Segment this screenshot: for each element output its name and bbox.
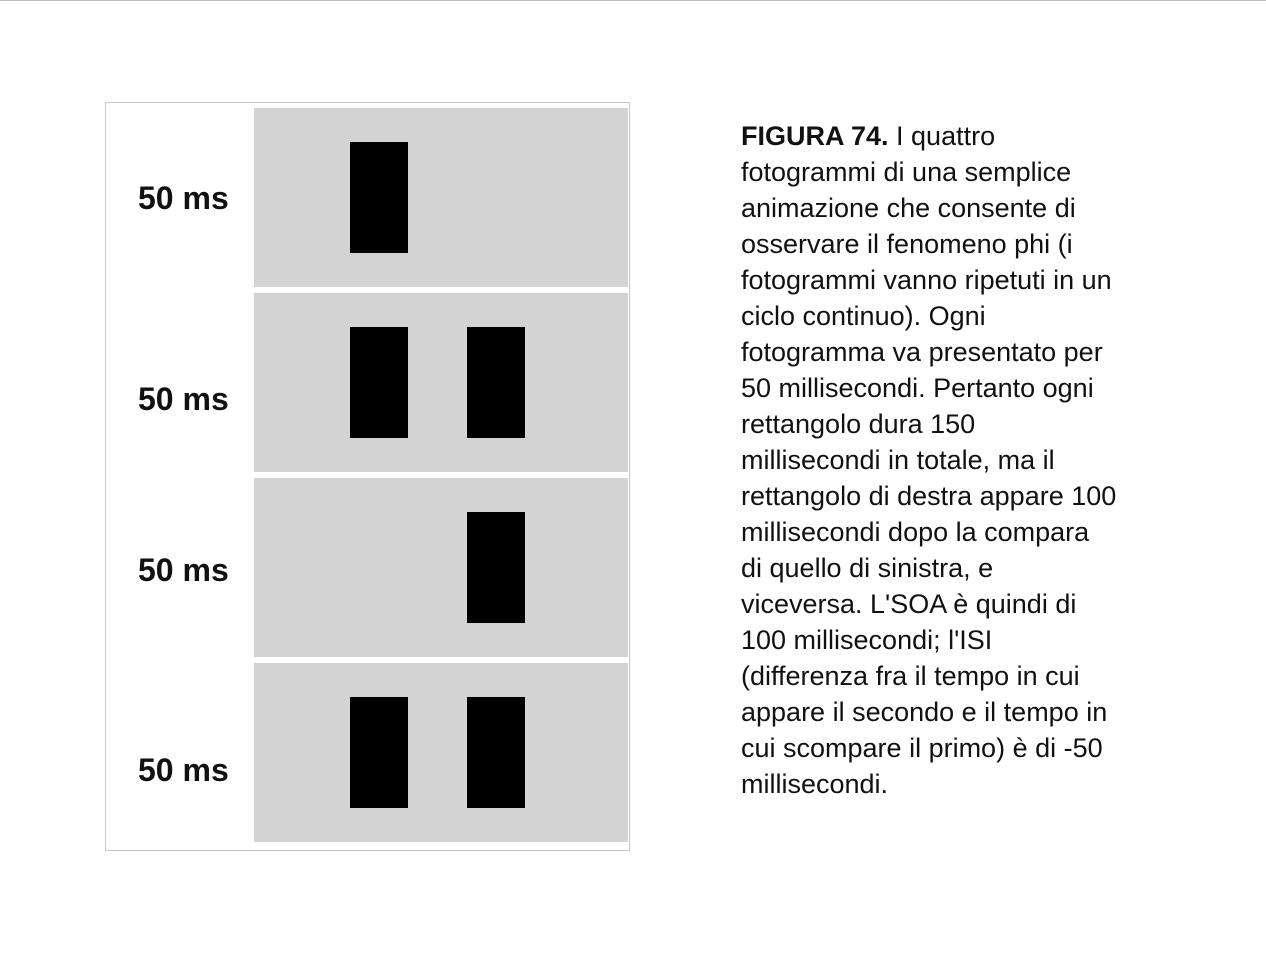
caption-line: millisecondi.: [741, 769, 889, 799]
caption-line: di quello di sinistra, e: [741, 553, 994, 583]
frame-3-panel: [254, 478, 628, 657]
caption-line: fotogrammi di una semplice: [741, 157, 1072, 187]
caption-line: 50 millisecondi. Pertanto ogni: [741, 373, 1094, 403]
frame-1-duration-label: 50 ms: [138, 180, 229, 216]
frame-2-panel: [254, 293, 628, 472]
caption-line: 100 millisecondi; l'ISI: [741, 625, 993, 655]
caption-line: millisecondi in totale, ma il: [741, 445, 1055, 475]
frame-3-right-rectangle: [467, 512, 525, 623]
figure-caption: FIGURA 74. I quattro fotogrammi di una se…: [741, 118, 1181, 802]
frame-4-left-rectangle: [350, 697, 408, 808]
caption-line: cui scompare il primo) è di -50: [741, 733, 1103, 763]
caption-line: animazione che consente di: [741, 193, 1076, 223]
caption-line: millisecondi dopo la compara: [741, 517, 1090, 547]
caption-figure-label: FIGURA 74.: [741, 121, 889, 151]
caption-line: I quattro: [888, 121, 996, 151]
caption-line: fotogrammi vanno ripetuti in un: [741, 265, 1112, 295]
frame-1-panel: [254, 108, 628, 287]
top-divider: [0, 0, 1266, 1]
frame-4-duration-label: 50 ms: [138, 752, 229, 788]
caption-line: appare il secondo e il tempo in: [741, 697, 1108, 727]
frame-2-left-rectangle: [350, 327, 408, 438]
frame-2-right-rectangle: [467, 327, 525, 438]
caption-line: (differenza fra il tempo in cui: [741, 661, 1080, 691]
caption-line: ciclo continuo). Ogni: [741, 301, 986, 331]
frame-4-right-rectangle: [467, 697, 525, 808]
caption-line: viceversa. L'SOA è quindi di: [741, 589, 1077, 619]
frame-1-left-rectangle: [350, 142, 408, 253]
frame-2-duration-label: 50 ms: [138, 381, 229, 417]
caption-line: fotogramma va presentato per: [741, 337, 1103, 367]
caption-line: rettangolo di destra appare 100: [741, 481, 1117, 511]
frame-4-panel: [254, 663, 628, 842]
animation-frames-figure: 50 ms 50 ms 50 ms 50 ms: [105, 102, 630, 851]
caption-line: osservare il fenomeno phi (i: [741, 229, 1073, 259]
frame-3-duration-label: 50 ms: [138, 552, 229, 588]
caption-line: rettangolo dura 150: [741, 409, 976, 439]
